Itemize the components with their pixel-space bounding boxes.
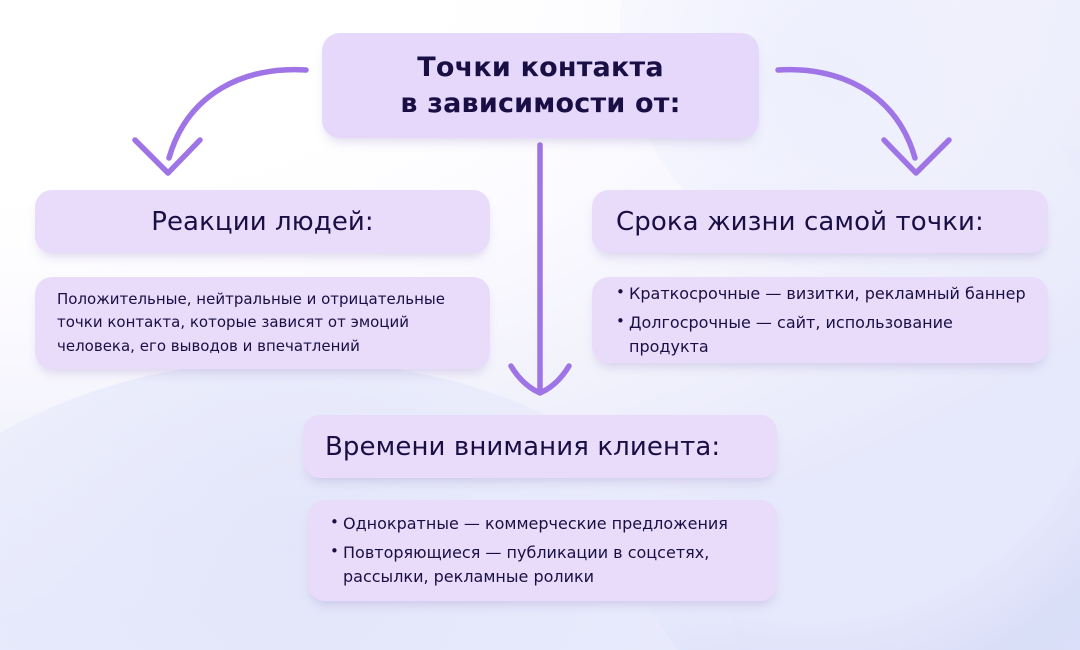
branch-body-lifespan: Краткосрочные — визитки, рекламный банне… — [592, 277, 1048, 363]
list-item: Долгосрочные — сайт, использование проду… — [616, 310, 1028, 359]
arrow-to-bottom-branch — [508, 142, 572, 396]
branch-paragraph: Положительные, нейтральные и отрицательн… — [57, 290, 445, 355]
branch-bullet-list: Краткосрочные — визитки, рекламный банне… — [616, 281, 1028, 359]
branch-heading-label: Реакции людей: — [151, 206, 374, 237]
list-item: Краткосрочные — визитки, рекламный банне… — [616, 281, 1028, 306]
branch-heading-lifespan: Срока жизни самой точки: — [592, 190, 1048, 253]
branch-heading-label: Времени внимания клиента: — [325, 431, 721, 462]
branch-heading-attention: Времени внимания клиента: — [303, 415, 777, 478]
root-title-line-2: в зависимости от: — [400, 87, 681, 119]
list-item: Однократные — коммерческие предложения — [330, 511, 757, 536]
arrow-to-right-branch — [775, 66, 952, 176]
root-title-line-1: Точки контакта — [417, 51, 664, 83]
branch-body-attention: Однократные — коммерческие предложения П… — [308, 500, 777, 601]
branch-heading-label: Срока жизни самой точки: — [616, 206, 984, 237]
list-item: Повторяющиеся — публикации в соцсетях, р… — [330, 540, 757, 590]
arrow-to-left-branch — [132, 66, 309, 176]
branch-heading-reaction: Реакции людей: — [35, 190, 490, 253]
branch-body-reaction: Положительные, нейтральные и отрицательн… — [35, 277, 490, 369]
branch-bullet-list: Однократные — коммерческие предложения П… — [330, 511, 757, 590]
root-title-card: Точки контакта в зависимости от: — [322, 33, 759, 138]
